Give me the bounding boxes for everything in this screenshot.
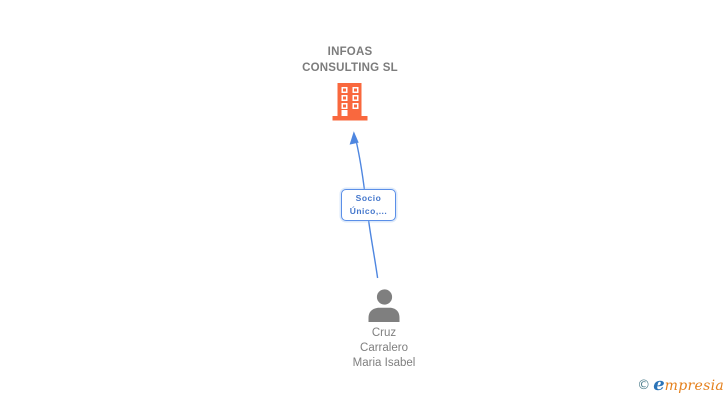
watermark-brand-initial: e [653, 374, 665, 395]
person-icon [368, 289, 400, 322]
watermark-brand-rest: mpresia [664, 378, 724, 394]
company-name-line1: INFOAS [327, 46, 373, 58]
company-name: INFOAS CONSULTING SL [260, 44, 440, 76]
edge-label-line1: Socio [355, 193, 382, 203]
company-node[interactable]: INFOAS CONSULTING SL [260, 44, 440, 121]
person-shoulders [368, 307, 400, 322]
person-name-line2: Carralero [360, 342, 408, 354]
copyright-icon: © [637, 378, 651, 393]
person-name-line3: Maria Isabel [352, 357, 416, 369]
building-windows [341, 87, 359, 109]
building-icon [332, 83, 368, 121]
person-name-line1: Cruz [371, 327, 397, 339]
person-head [376, 289, 393, 305]
edge-label-line2: Único,... [349, 205, 388, 216]
person-node[interactable]: Cruz Carralero Maria Isabel [304, 289, 464, 371]
arrowhead-icon [349, 131, 359, 145]
edge-label[interactable]: Socio Único,... [341, 189, 396, 221]
person-name: Cruz Carralero Maria Isabel [304, 326, 464, 371]
building-door [341, 110, 348, 116]
watermark: ©empresia [637, 374, 724, 395]
company-name-line2: CONSULTING SL [302, 62, 398, 74]
